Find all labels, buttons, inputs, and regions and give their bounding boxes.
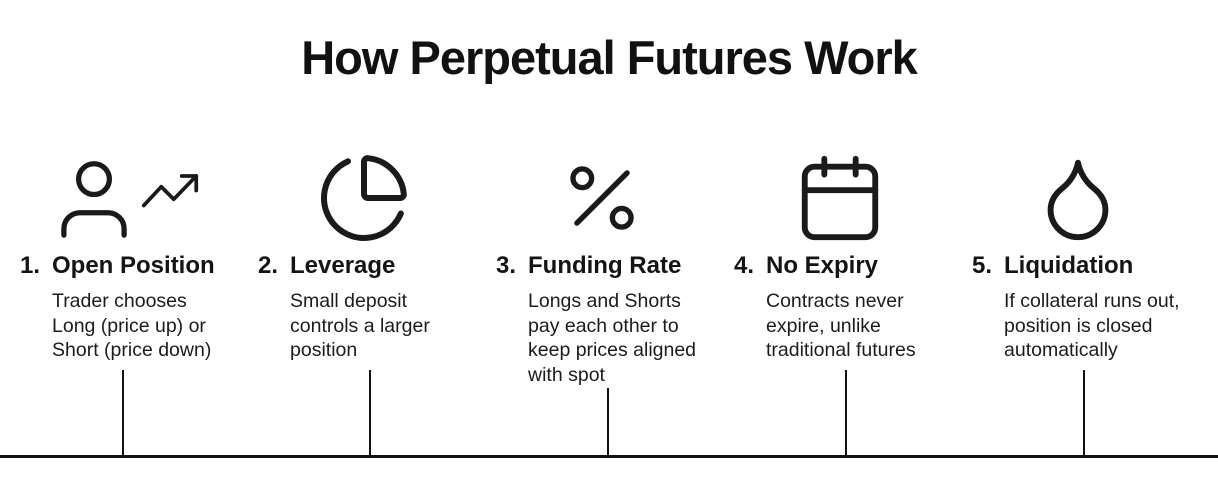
step-description: Trader chooses Long (price up) or Short … <box>52 289 232 363</box>
description-line: position is closed <box>1004 314 1153 337</box>
description-line: position <box>290 339 358 361</box>
description-line: expire, unlike <box>766 314 881 337</box>
step-title: 4. No Expiry <box>734 252 946 280</box>
description-line: keep prices aligned <box>528 339 697 361</box>
step-description: Contracts never expire, unlike tradition… <box>766 289 946 363</box>
step-label: Leverage <box>290 252 396 279</box>
description-line: Long (price up) or <box>52 314 206 337</box>
step-description: Small deposit controls a larger position <box>290 289 470 363</box>
step-number: 1. <box>20 252 41 279</box>
description-line: Longs and Shorts <box>528 290 681 312</box>
description-line: Trader chooses <box>52 290 187 312</box>
step-title: 3. Funding Rate <box>496 252 708 280</box>
user-icon <box>61 161 127 238</box>
page-title: How Perpetual Futures Work <box>301 31 918 84</box>
timeline-baseline <box>0 455 1218 458</box>
step-description: If collateral runs out, position is clos… <box>1004 289 1184 363</box>
percent-icon <box>570 166 634 230</box>
step-no-expiry: 4. No Expiry Contracts never expire, unl… <box>734 146 946 363</box>
step-label: Funding Rate <box>528 252 682 279</box>
description-line: pay each other to <box>528 314 679 337</box>
step-label: Open Position <box>52 252 215 279</box>
pie-chart-icon <box>321 155 407 241</box>
step-title: 5. Liquidation <box>972 252 1184 280</box>
step-icon-area <box>258 146 470 250</box>
step-number: 3. <box>496 252 517 279</box>
trending-up-icon <box>141 174 199 208</box>
step-description: Longs and Shorts pay each other to keep … <box>528 289 708 387</box>
step-funding-rate: 3. Funding Rate Longs and Shorts pay eac… <box>496 146 708 387</box>
description-line: Small deposit <box>290 290 408 312</box>
description-line: If collateral runs out, <box>1004 290 1180 312</box>
step-icon-area <box>734 146 946 250</box>
step-label: No Expiry <box>766 252 879 279</box>
description-line: with spot <box>528 363 605 386</box>
step-label: Liquidation <box>1004 252 1134 279</box>
description-line: Short (price down) <box>52 339 212 361</box>
step-number: 2. <box>258 252 279 279</box>
description-line: traditional futures <box>766 339 916 361</box>
connector-line-3 <box>607 388 609 456</box>
description-line: Contracts never <box>766 290 904 312</box>
calendar-icon <box>801 155 879 241</box>
step-liquidation: 5. Liquidation If collateral runs out, p… <box>972 146 1184 363</box>
step-title: 2. Leverage <box>258 252 470 280</box>
description-line: controls a larger <box>290 314 430 337</box>
step-number: 5. <box>972 252 993 279</box>
step-icon-area <box>972 146 1184 250</box>
step-open-position: 1. Open Position Trader chooses Long (pr… <box>20 146 232 363</box>
droplet-icon <box>1047 159 1109 241</box>
step-icon-area <box>496 146 708 250</box>
connector-line-2 <box>369 370 371 456</box>
description-line: automatically <box>1004 339 1118 361</box>
connector-line-1 <box>122 370 124 456</box>
connector-line-5 <box>1083 370 1085 456</box>
step-number: 4. <box>734 252 755 279</box>
step-icon-area <box>20 146 232 250</box>
step-leverage: 2. Leverage Small deposit controls a lar… <box>258 146 470 363</box>
step-title: 1. Open Position <box>20 252 232 280</box>
connector-line-4 <box>845 370 847 456</box>
